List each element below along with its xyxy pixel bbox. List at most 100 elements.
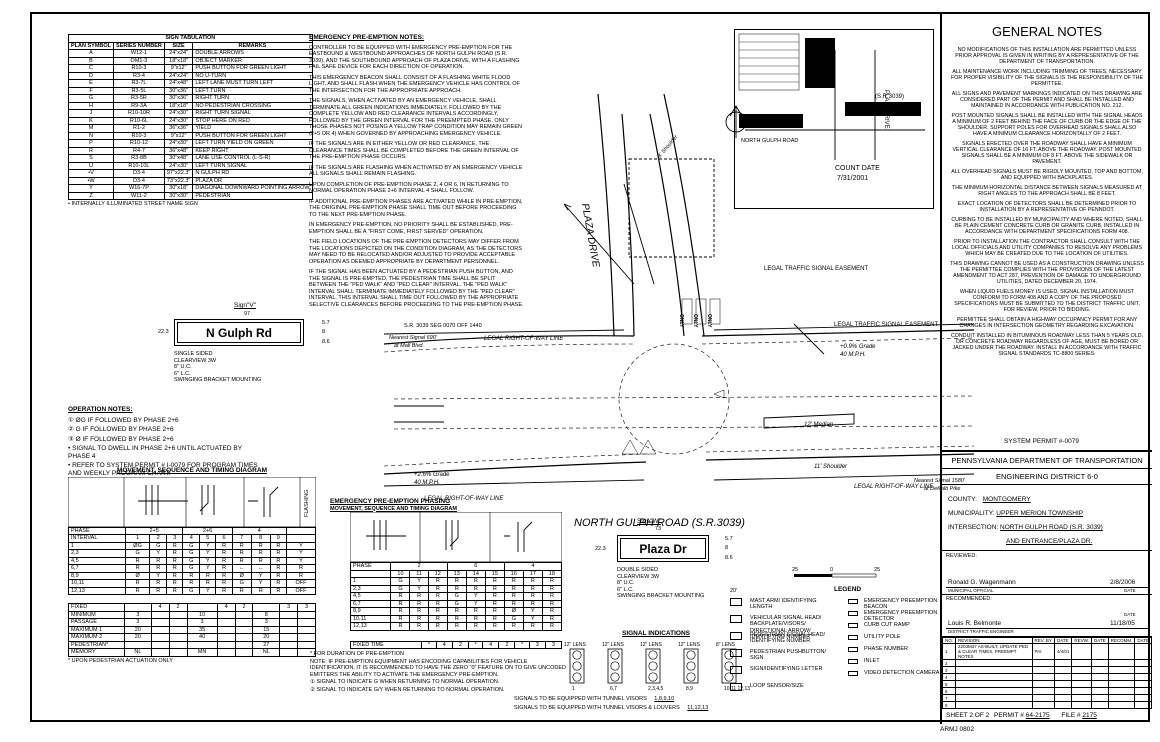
pre-cell: G <box>390 584 411 593</box>
signal-head <box>569 648 585 683</box>
legend-symbol-icon <box>730 682 742 691</box>
movement-cell: Y <box>149 571 168 580</box>
interval-number: 1 <box>124 534 151 543</box>
timing-cell <box>168 640 188 649</box>
pre-fixed-cell: * <box>467 640 484 649</box>
drawing-id: ARMJ 0802 <box>940 726 974 733</box>
lens-label: 12" LENS <box>678 642 700 648</box>
signal-lens <box>724 660 734 671</box>
intersection-label: INTERSECTION: <box>948 524 999 531</box>
timing-cell <box>234 640 254 649</box>
emergency-note: THE SIGNALS, WHEN ACTIVATED BY AN EMERGE… <box>309 98 523 137</box>
district-name: ENGINEERING DISTRICT 6-0 <box>996 472 1098 481</box>
timing-cell: 3 <box>252 618 281 627</box>
muni-label: MUNICIPALITY: <box>948 510 995 517</box>
rev-number: 5 <box>941 680 957 688</box>
pre-cell: 4,5 <box>349 592 392 601</box>
general-note: NO MODIFICATIONS OF THIS INSTALLATION AR… <box>955 47 1139 65</box>
timing-cell <box>150 633 170 642</box>
dept-name: PENNSYLVANIA DEPARTMENT OF TRANSPORTATIO… <box>951 456 1143 465</box>
legend-item: LOOP SENSOR/SIZE <box>750 682 804 689</box>
operation-note: ② G IF FOLLOWED BY PHASE 2+6 <box>68 426 174 433</box>
movement-cell: R <box>215 586 233 595</box>
general-note: ALL OVERHEAD SIGNALS MUST BE RIGIDLY MOU… <box>951 169 1143 181</box>
signal-lens <box>610 649 620 660</box>
pre-cell: R <box>503 599 524 608</box>
system-permit: SYSTEM PERMIT #-0079 <box>1004 438 1080 445</box>
rev-row: 3 <box>941 666 1152 674</box>
legend-symbol-icon <box>848 622 858 628</box>
preemption-phasing: EMERGENCY PRE-EMPTION PHASING MOVEMENT, … <box>310 498 568 694</box>
pre-cell: R <box>484 614 505 623</box>
pre-cell: 2,3 <box>349 584 392 593</box>
recommended-date-label: DATE <box>1124 612 1136 617</box>
sign-tab-cell: 18"x18" <box>163 101 194 110</box>
timing-row: PEDESTRIAN*27 <box>68 640 316 649</box>
sign-tab-cell: YIELD <box>192 124 313 133</box>
scale-zero: 0 <box>830 567 833 573</box>
legend-symbol-icon <box>848 646 858 652</box>
pre-cell: G <box>446 592 467 601</box>
timing-cell: NL <box>252 648 281 657</box>
pre-fixed-cell: FIXED TIME <box>349 640 423 649</box>
rev-header: DATE <box>1090 637 1109 644</box>
movement-cell: Y <box>199 564 217 573</box>
emergency-notes-title: EMERGENCY PRE-EMPTION NOTES: <box>309 34 425 41</box>
pre-interval-number: 17 <box>522 569 543 578</box>
sign-tab-cell: C <box>67 64 115 73</box>
pre-cell: R <box>484 622 505 631</box>
visor-note-1: SIGNALS TO BE EQUIPPED WITH TUNNEL VISOR… <box>514 696 647 702</box>
grade-west: +2.6% Grade <box>414 472 450 478</box>
legend-mast-length: 20' <box>730 587 738 594</box>
timing-cell <box>279 610 299 619</box>
sign-spec-line: DOUBLE SIDED <box>617 567 658 573</box>
sign-tab-cell: A <box>67 49 115 58</box>
rev-text: 2203M37 AS-BUILT, UPDATE PED & CLEAR TIM… <box>955 643 1033 660</box>
nearest-west-2: at Mall Blvd. <box>394 343 424 349</box>
legend-symbol-icon <box>730 614 742 623</box>
sign-tab-cell: G <box>67 94 115 103</box>
timing-cell <box>216 640 236 649</box>
recommended-date: 11/18/05 <box>1110 620 1135 627</box>
pre-cell: R <box>427 607 448 616</box>
legend-item: EMERGENCY PREEMPTION DETECTOR <box>864 609 938 623</box>
reviewed-date: 2/8/2006 <box>1110 579 1136 586</box>
general-note: THE MINIMUM HORIZONTAL DISTANCE BETWEEN … <box>952 185 1142 197</box>
timing-cell <box>216 618 236 627</box>
sign-tab-cell: LEFT TURN SIGNAL <box>192 161 313 170</box>
signal-group-label: 1 <box>572 686 575 692</box>
sign-tab-cell: •V <box>67 169 115 178</box>
movement-cell: Ø <box>231 571 252 580</box>
visor-note-2: SIGNALS TO BE EQUIPPED WITH TUNNEL VISOR… <box>514 704 680 711</box>
movement-cell: R <box>250 549 271 558</box>
interval-label: INTERVAL <box>68 534 126 543</box>
pre-cell: G <box>446 599 467 608</box>
permit-label: PERMIT # <box>994 712 1024 719</box>
sign-tab-cell: 24"x24" <box>163 49 194 58</box>
movement-cell: G <box>124 549 151 558</box>
pre-cell: R <box>427 614 448 623</box>
timing-cell <box>150 625 170 634</box>
movement-cell: R <box>269 579 287 588</box>
sign-tab-cell: J <box>67 109 115 118</box>
sign-tab-cell: STOP HERE ON RED <box>192 116 313 125</box>
pre-cell: R <box>390 614 411 623</box>
rev-by: PAI <box>1031 643 1055 660</box>
pre-cell: G <box>390 577 411 586</box>
timing-cell <box>234 618 254 627</box>
sign-spec-line: 6" L.C. <box>174 370 191 377</box>
sign-tab-cell: R1-2 <box>113 124 165 133</box>
sign-tab-cell: •W <box>67 176 115 185</box>
sign-tab-cell: 24"x48" <box>163 79 194 88</box>
rev-header: RECOMM. <box>1107 637 1136 644</box>
movement-cell: 8,9 <box>68 571 126 580</box>
timing-cell: 3 <box>124 610 152 619</box>
